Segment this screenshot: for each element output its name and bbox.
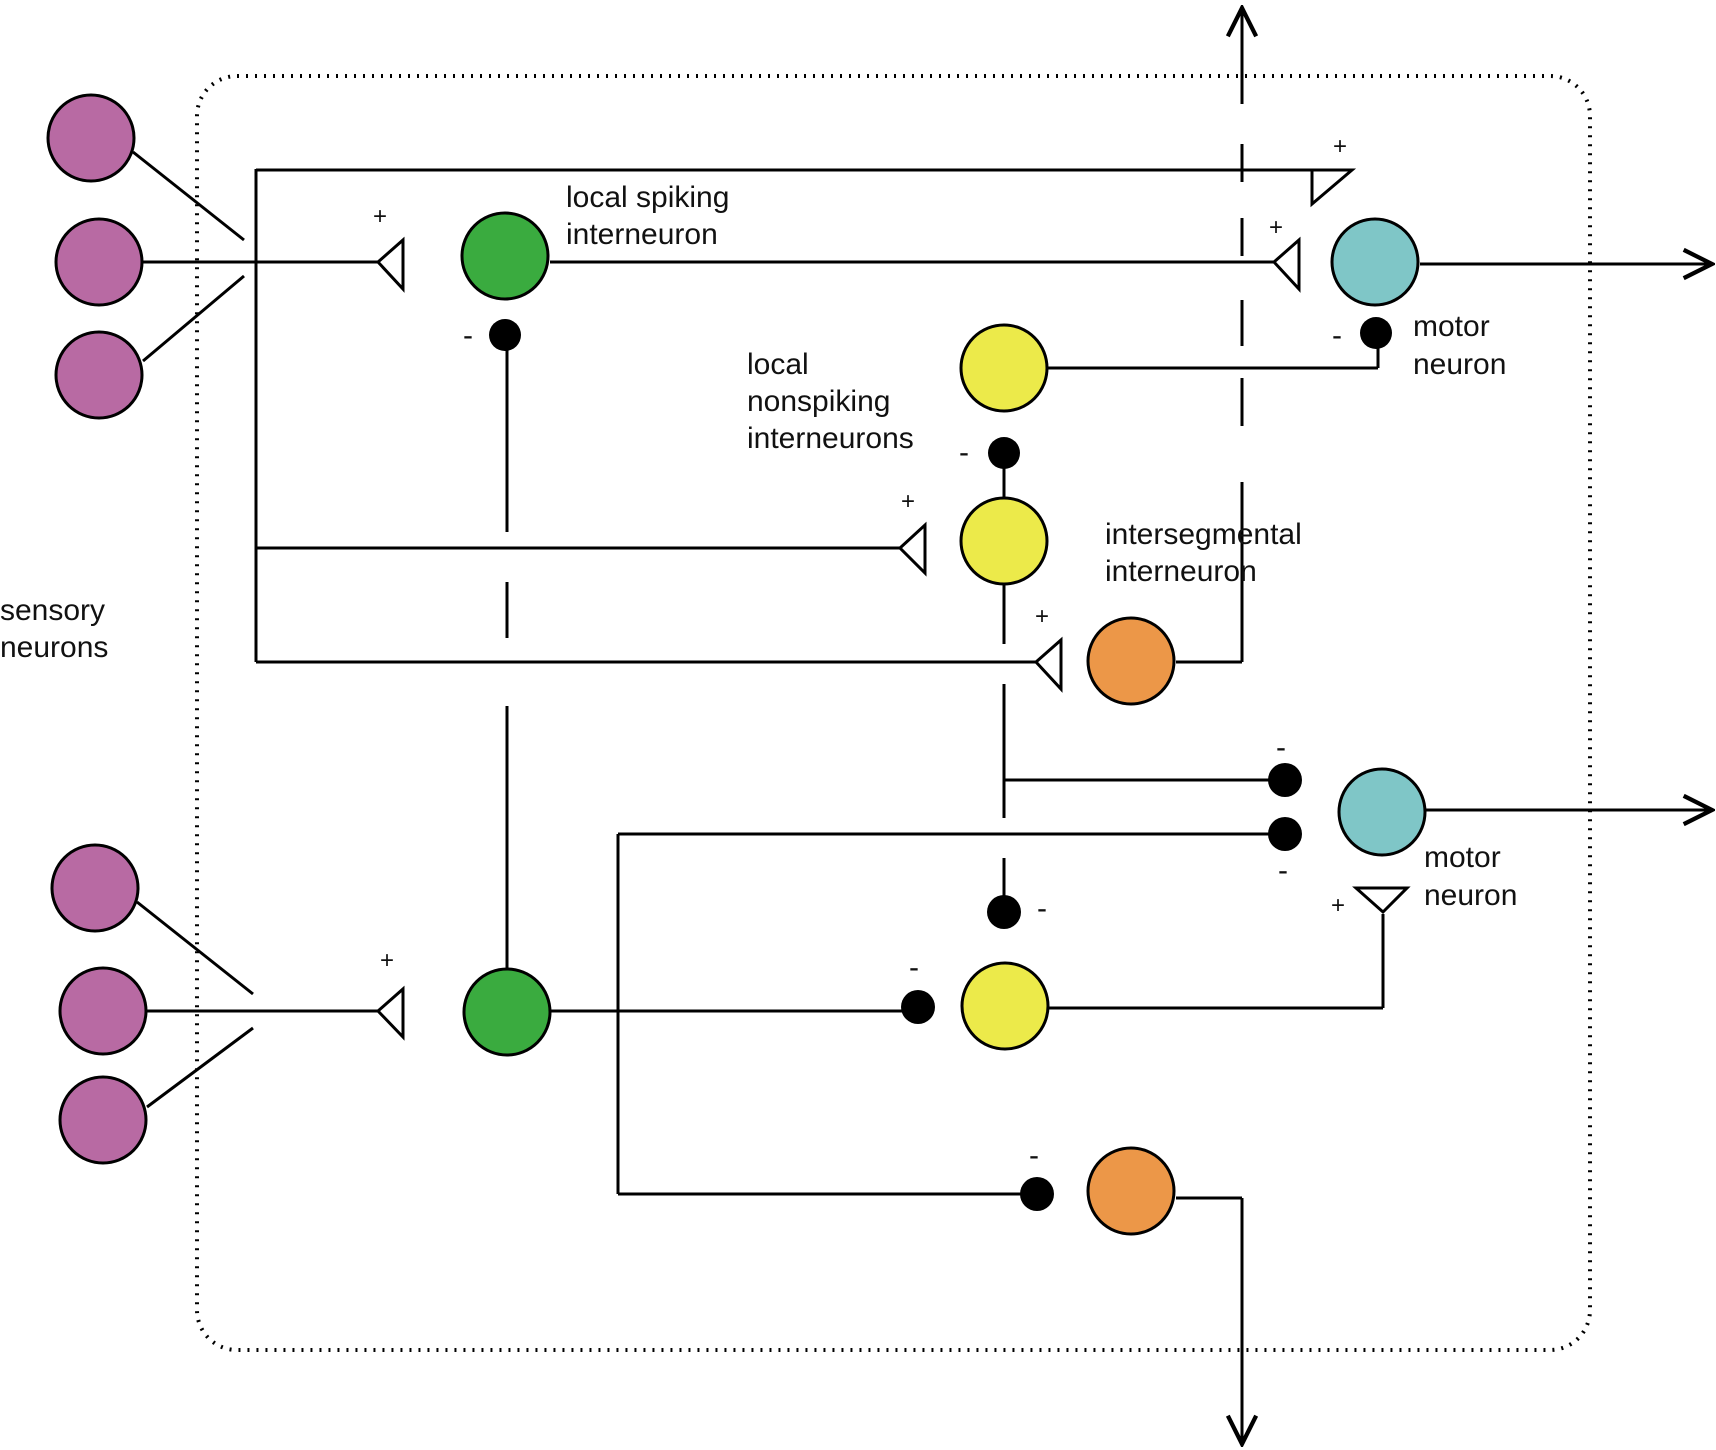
- inhibitory-synapses: [489, 317, 1392, 1211]
- neuron-labels: local spiking interneuron local nonspiki…: [0, 181, 1517, 912]
- nonspiking-interneuron-bottom: [960, 961, 1050, 1051]
- sign-plus: +: [373, 203, 387, 230]
- motor-neuron-top: [1330, 217, 1420, 307]
- sign-minus: -: [909, 951, 919, 984]
- intersegmental-interneuron-bottom: [1086, 1146, 1176, 1236]
- sign-minus: -: [1037, 892, 1047, 925]
- sign-plus: +: [380, 947, 394, 974]
- sensory-neuron: [50, 843, 140, 933]
- sign-plus: +: [1333, 133, 1347, 160]
- connections: [132, 8, 1712, 1444]
- sign-minus: -: [1332, 319, 1342, 352]
- label-motor-top: motor neuron: [1413, 310, 1506, 381]
- synapse-signs: + + + + + + + - - - - - - - -: [373, 133, 1347, 1172]
- sign-minus: -: [959, 436, 969, 469]
- label-sensory: sensory neurons: [0, 594, 113, 664]
- sign-minus: -: [1276, 731, 1286, 764]
- local-spiking-interneuron-top: [460, 211, 550, 301]
- label-intersegmental: intersegmental interneuron: [1105, 518, 1310, 588]
- ganglion-boundary: [195, 74, 1592, 1352]
- motor-neuron-bottom: [1337, 767, 1427, 857]
- label-local-nonspiking: local nonspiking interneurons: [747, 348, 914, 455]
- nonspiking-interneuron-top: [959, 323, 1049, 413]
- sign-plus: +: [901, 488, 915, 515]
- sign-minus: -: [1278, 854, 1288, 887]
- sign-minus: -: [1029, 1139, 1039, 1172]
- sensory-neuron: [58, 1075, 148, 1165]
- sensory-neuron: [58, 966, 148, 1056]
- sensory-neuron: [46, 93, 136, 183]
- local-spiking-interneuron-bottom: [462, 967, 552, 1057]
- intersegmental-interneuron-top: [1086, 616, 1176, 706]
- sign-plus: +: [1331, 892, 1345, 919]
- sign-plus: +: [1269, 214, 1283, 241]
- excitatory-synapses: [375, 168, 1411, 1041]
- label-motor-bottom: motor neuron: [1424, 841, 1517, 912]
- sensory-neuron-group-bottom: [50, 843, 148, 1165]
- sign-minus: -: [463, 319, 473, 352]
- sign-plus: +: [1035, 603, 1049, 630]
- sensory-neuron-group-top: [46, 93, 144, 420]
- nonspiking-interneuron-middle: [959, 496, 1049, 586]
- label-local-spiking: local spiking interneuron: [566, 181, 738, 251]
- sensory-neuron: [54, 217, 144, 307]
- sensory-neuron: [54, 330, 144, 420]
